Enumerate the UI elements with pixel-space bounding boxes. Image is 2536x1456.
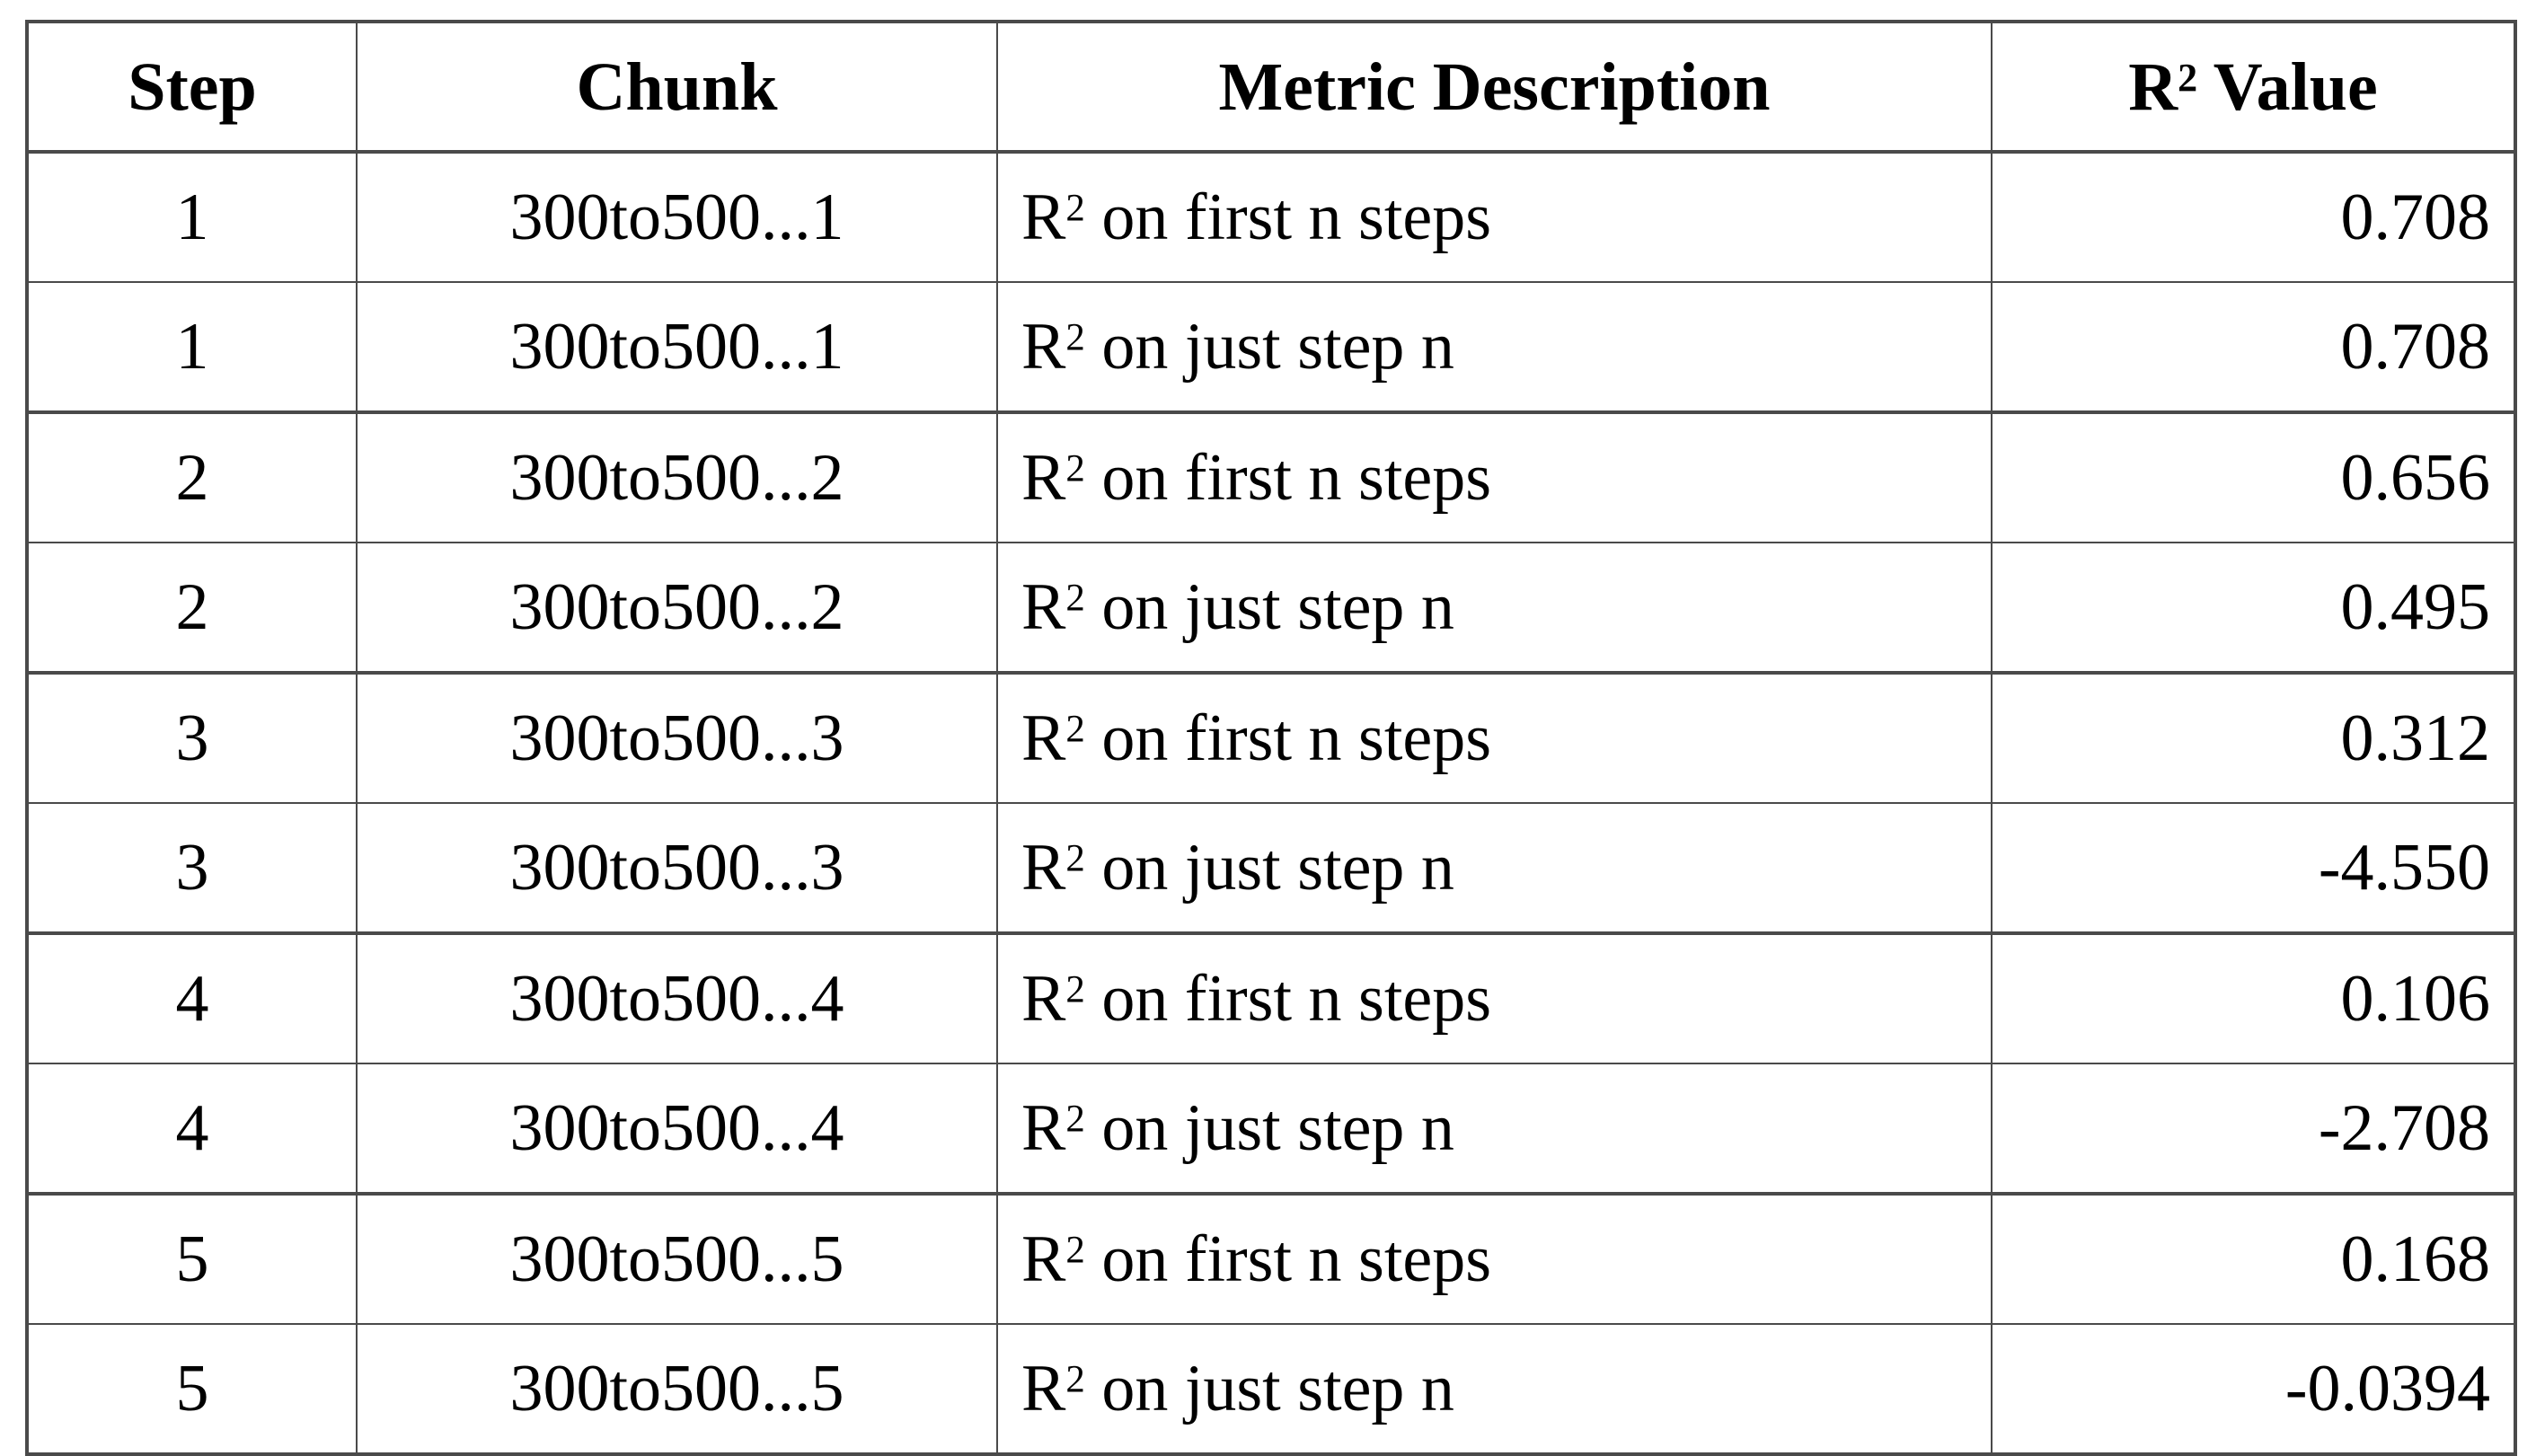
column-header-step: Step <box>26 21 358 153</box>
cell-metric-description: R2 on first n steps <box>996 931 1993 1064</box>
cell-chunk: 300to500...5 <box>356 1192 998 1325</box>
column-header-chunk: Chunk <box>356 21 998 153</box>
cell-chunk: 300to500...3 <box>356 802 998 933</box>
metric-description-text: on first n steps <box>1084 1222 1492 1296</box>
column-header-metric-description: Metric Description <box>996 21 1993 153</box>
table-row: 3 300to500...3 R2 on first n steps 0.312 <box>26 671 2516 804</box>
cell-chunk: 300to500...5 <box>356 1323 998 1454</box>
cell-metric-description: R2 on just step n <box>996 281 1993 412</box>
r2-base-glyph: R <box>1021 310 1066 384</box>
cell-chunk: 300to500...4 <box>356 1063 998 1194</box>
r2-tail-text: Value <box>2197 49 2378 125</box>
r2-base-glyph: R <box>1021 1091 1066 1165</box>
r2-superscript-glyph: 2 <box>1065 447 1085 490</box>
cell-metric-description: R2 on first n steps <box>996 671 1993 804</box>
table-header: Step Chunk Metric Description R2 Value <box>26 21 2516 153</box>
r2-superscript-glyph: 2 <box>1065 1098 1085 1141</box>
r2-base-glyph: R <box>1021 1352 1066 1425</box>
cell-metric-description: R2 on just step n <box>996 542 1993 673</box>
table-body: 1 300to500...1 R2 on first n steps 0.708… <box>26 150 2516 1454</box>
metric-description-text: on first n steps <box>1084 181 1492 254</box>
metric-description-text: on first n steps <box>1084 702 1492 775</box>
r2-base-glyph: R <box>1021 441 1066 515</box>
r2-superscript-glyph: 2 <box>1065 837 1085 880</box>
cell-step: 4 <box>26 1063 358 1194</box>
cell-chunk: 300to500...4 <box>356 931 998 1064</box>
cell-r2-value: -4.550 <box>1991 802 2516 933</box>
cell-step: 5 <box>26 1323 358 1454</box>
cell-chunk: 300to500...2 <box>356 410 998 543</box>
r2-superscript-glyph: 2 <box>1065 187 1085 230</box>
table-row: 4 300to500...4 R2 on just step n -2.708 <box>26 1063 2516 1194</box>
cell-r2-value: 0.656 <box>1991 410 2516 543</box>
cell-step: 3 <box>26 671 358 804</box>
r2-base-glyph: R <box>1021 831 1066 904</box>
r2-superscript-glyph: 2 <box>1065 1358 1085 1401</box>
r2-superscript-glyph: 2 <box>1065 708 1085 751</box>
cell-r2-value: 0.708 <box>1991 281 2516 412</box>
metric-description-text: on just step n <box>1084 1091 1454 1165</box>
cell-r2-value: 0.168 <box>1991 1192 2516 1325</box>
table-header-row: Step Chunk Metric Description R2 Value <box>26 21 2516 153</box>
cell-r2-value: -2.708 <box>1991 1063 2516 1194</box>
cell-chunk: 300to500...3 <box>356 671 998 804</box>
cell-step: 1 <box>26 150 358 283</box>
r2-superscript-glyph: 2 <box>1065 968 1085 1011</box>
metric-description-text: on first n steps <box>1084 962 1492 1036</box>
cell-r2-value: 0.312 <box>1991 671 2516 804</box>
metrics-table: Step Chunk Metric Description R2 Value 1… <box>25 20 2517 1456</box>
table-row: 1 300to500...1 R2 on just step n 0.708 <box>26 281 2516 412</box>
cell-step: 1 <box>26 281 358 412</box>
table-row: 3 300to500...3 R2 on just step n -4.550 <box>26 802 2516 933</box>
table-row: 4 300to500...4 R2 on first n steps 0.106 <box>26 931 2516 1064</box>
cell-r2-value: 0.106 <box>1991 931 2516 1064</box>
cell-chunk: 300to500...1 <box>356 281 998 412</box>
r2-superscript-glyph: 2 <box>1065 577 1085 620</box>
cell-chunk: 300to500...2 <box>356 542 998 673</box>
cell-metric-description: R2 on first n steps <box>996 1192 1993 1325</box>
cell-chunk: 300to500...1 <box>356 150 998 283</box>
metrics-table-container: Step Chunk Metric Description R2 Value 1… <box>25 20 2517 1456</box>
table-row: 2 300to500...2 R2 on just step n 0.495 <box>26 542 2516 673</box>
cell-step: 2 <box>26 410 358 543</box>
cell-r2-value: 0.708 <box>1991 150 2516 283</box>
metric-description-text: on first n steps <box>1084 441 1492 515</box>
r2-base-glyph: R <box>1021 570 1066 644</box>
cell-step: 5 <box>26 1192 358 1325</box>
cell-step: 3 <box>26 802 358 933</box>
r2-superscript-glyph: 2 <box>2178 55 2198 100</box>
cell-step: 4 <box>26 931 358 1064</box>
r2-base-glyph: R <box>1021 962 1066 1036</box>
table-row: 1 300to500...1 R2 on first n steps 0.708 <box>26 150 2516 283</box>
r2-base-glyph: R <box>1021 702 1066 775</box>
table-row: 2 300to500...2 R2 on first n steps 0.656 <box>26 410 2516 543</box>
column-header-r2-value: R2 Value <box>1991 21 2516 153</box>
cell-metric-description: R2 on just step n <box>996 802 1993 933</box>
cell-step: 2 <box>26 542 358 673</box>
r2-superscript-glyph: 2 <box>1065 316 1085 359</box>
metric-description-text: on just step n <box>1084 831 1454 904</box>
metric-description-text: on just step n <box>1084 1352 1454 1425</box>
r2-base-glyph: R <box>2128 49 2178 125</box>
table-row: 5 300to500...5 R2 on first n steps 0.168 <box>26 1192 2516 1325</box>
metric-description-text: on just step n <box>1084 570 1454 644</box>
cell-metric-description: R2 on just step n <box>996 1063 1993 1194</box>
cell-metric-description: R2 on first n steps <box>996 410 1993 543</box>
cell-r2-value: -0.0394 <box>1991 1323 2516 1454</box>
metric-description-text: on just step n <box>1084 310 1454 384</box>
cell-metric-description: R2 on just step n <box>996 1323 1993 1454</box>
r2-superscript-glyph: 2 <box>1065 1229 1085 1272</box>
table-row: 5 300to500...5 R2 on just step n -0.0394 <box>26 1323 2516 1454</box>
cell-r2-value: 0.495 <box>1991 542 2516 673</box>
r2-base-glyph: R <box>1021 1222 1066 1296</box>
cell-metric-description: R2 on first n steps <box>996 150 1993 283</box>
r2-base-glyph: R <box>1021 181 1066 254</box>
